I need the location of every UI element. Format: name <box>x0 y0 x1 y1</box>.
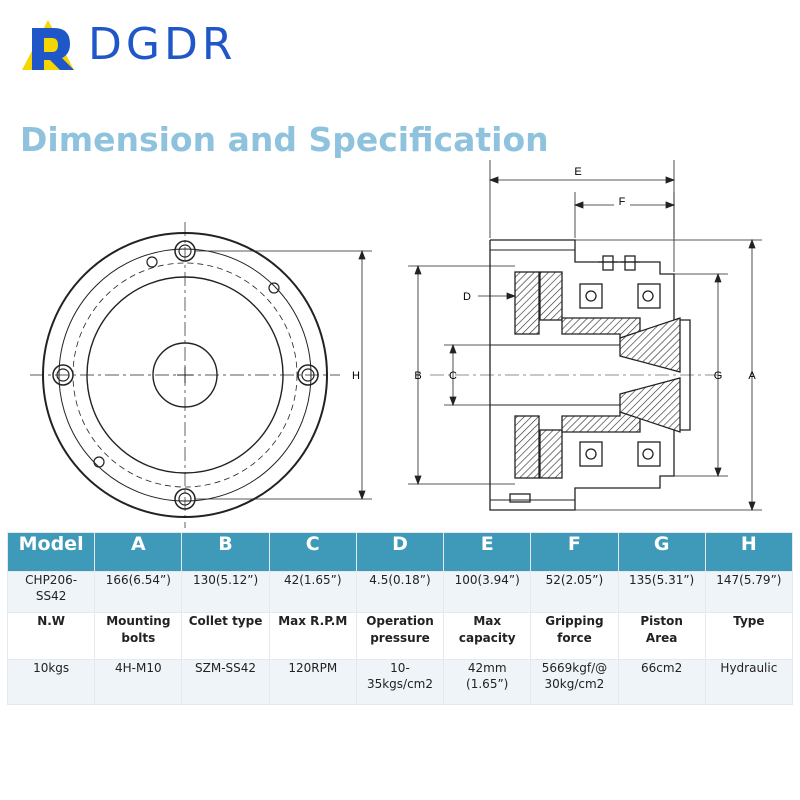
dgdr-logo-mark-icon <box>22 20 74 70</box>
table-cell: Hydraulic <box>704 659 794 705</box>
label-c: C <box>449 370 457 382</box>
dimension-g <box>660 272 728 478</box>
dimension-e <box>488 160 676 272</box>
header-cell: Model <box>6 532 96 572</box>
table-cell: 4H-M10 <box>94 659 183 705</box>
label-b: B <box>414 370 421 382</box>
header-cell: D <box>355 532 445 572</box>
header-cell: A <box>94 532 183 572</box>
table-cell: 66cm2 <box>617 659 706 705</box>
page-title: Dimension and Specification <box>20 120 549 159</box>
header-cell: B <box>181 532 270 572</box>
header-cell: E <box>443 532 532 572</box>
technical-drawing: H <box>30 160 762 528</box>
table-cell: 42mm(1.65”) <box>443 659 532 705</box>
label-h: H <box>352 370 360 382</box>
table-cell: 5669kgf/@30kg/cm2 <box>530 659 619 705</box>
table-row: CHP206-SS42 166(6.54”) 130(5.12”) 42(1.6… <box>6 571 794 613</box>
brand-logo: DGDR <box>18 14 236 74</box>
spec-table: Model A B C D E F G H CHP206-SS42 166(6.… <box>6 532 794 705</box>
label-f: F <box>619 196 626 208</box>
table-cell: 100(3.94”) <box>443 571 532 613</box>
table-cell: N.W <box>6 612 96 660</box>
spec-table-header: Model A B C D E F G H <box>6 532 794 572</box>
brand-name: DGDR <box>88 18 237 70</box>
table-cell: 42(1.65”) <box>268 571 357 613</box>
table-cell: 130(5.12”) <box>181 571 270 613</box>
front-view <box>30 222 340 528</box>
bolt-hole-left <box>52 364 74 386</box>
table-cell: 10kgs <box>6 659 96 705</box>
label-g: G <box>714 370 723 382</box>
table-cell: Type <box>704 612 794 660</box>
header-cell: G <box>617 532 706 572</box>
header-cell: F <box>530 532 619 572</box>
header-cell: C <box>268 532 357 572</box>
table-cell: 4.5(0.18”) <box>355 571 445 613</box>
table-cell: Collet type <box>181 612 270 660</box>
dimension-a <box>575 238 762 512</box>
header-cell: H <box>704 532 794 572</box>
dimension-d <box>478 288 517 304</box>
table-cell: 135(5.31”) <box>617 571 706 613</box>
table-cell: 147(5.79”) <box>704 571 794 613</box>
dimension-c <box>444 343 490 407</box>
dimension-h <box>195 249 372 501</box>
table-cell: 120RPM <box>268 659 357 705</box>
label-a: A <box>748 370 756 382</box>
table-cell: 10-35kgs/cm2 <box>355 659 445 705</box>
side-view <box>430 239 720 511</box>
table-cell: SZM-SS42 <box>181 659 270 705</box>
label-d: D <box>463 291 471 303</box>
bolt-hole-right <box>297 364 319 386</box>
table-cell: 166(6.54”) <box>94 571 183 613</box>
table-cell: CHP206-SS42 <box>6 571 96 613</box>
dimension-b <box>408 264 515 486</box>
table-row: 10kgs 4H-M10 SZM-SS42 120RPM 10-35kgs/cm… <box>6 659 794 705</box>
table-cell: Max R.P.M <box>268 612 357 660</box>
table-cell: 52(2.05”) <box>530 571 619 613</box>
label-e: E <box>574 166 581 178</box>
